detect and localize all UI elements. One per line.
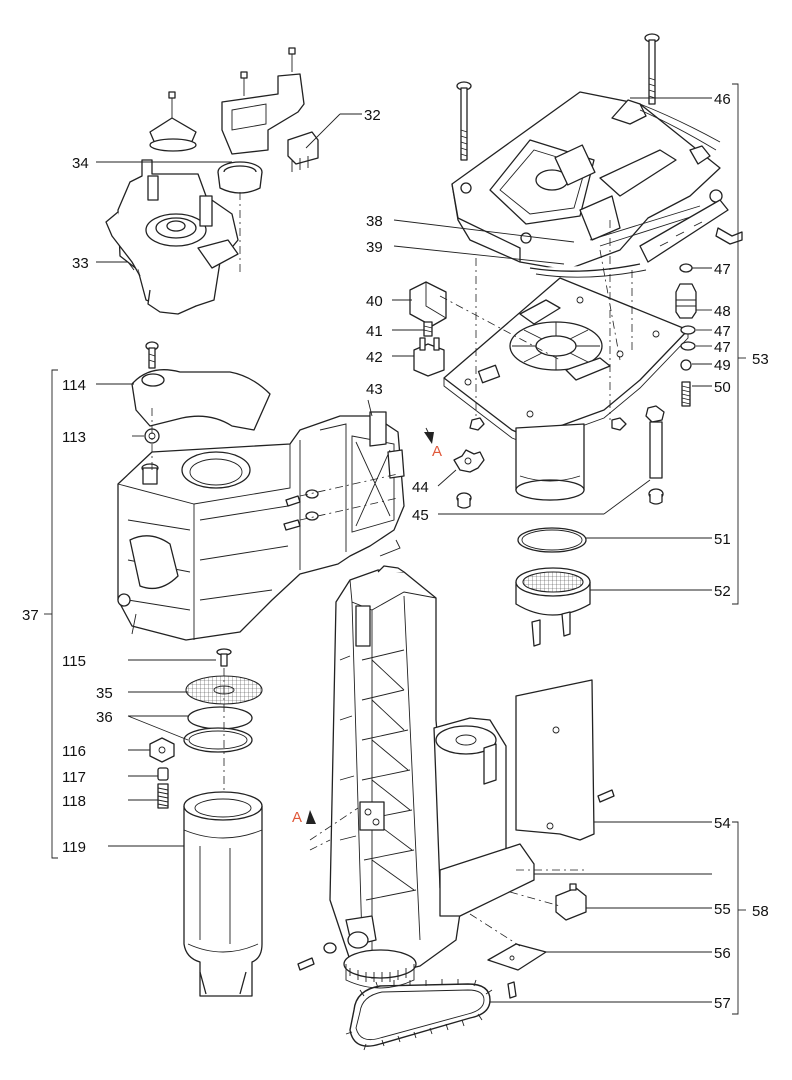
label-58: 58 <box>752 903 769 920</box>
label-54: 54 <box>714 815 731 832</box>
clip-42 <box>413 337 445 377</box>
section-marker-a-top: A <box>432 443 442 460</box>
label-33: 33 <box>72 255 89 272</box>
section-arrow-bottom <box>306 810 316 824</box>
seal-34 <box>217 161 263 194</box>
label-47a: 47 <box>714 261 731 278</box>
leader-lines <box>96 97 712 1003</box>
label-40: 40 <box>366 293 383 310</box>
label-43: 43 <box>366 381 383 398</box>
belt-57 <box>345 979 493 1051</box>
label-41: 41 <box>366 323 383 340</box>
label-55: 55 <box>714 901 731 918</box>
plate-assembly <box>443 277 689 501</box>
label-42: 42 <box>366 349 383 366</box>
label-48: 48 <box>714 303 731 320</box>
screw-115 <box>216 648 232 667</box>
screws-middle <box>283 489 319 531</box>
gear-pulley <box>343 931 417 989</box>
label-45: 45 <box>412 507 429 524</box>
cylinder-119 <box>183 791 263 997</box>
motor <box>433 717 535 917</box>
label-113: 113 <box>62 429 86 446</box>
switch-55 <box>555 883 587 921</box>
screw-long-right <box>644 33 660 105</box>
screw-long-left <box>456 81 472 161</box>
bracket-40 <box>409 281 447 327</box>
column-housing <box>329 565 463 979</box>
label-46: 46 <box>714 91 731 108</box>
bracket-32 <box>221 47 319 172</box>
part-116 <box>149 737 175 763</box>
screw-washer-left <box>297 942 337 971</box>
label-38: 38 <box>366 213 383 230</box>
spring-118 <box>157 783 169 809</box>
label-37: 37 <box>22 607 39 624</box>
spring-41 <box>423 321 433 337</box>
label-51: 51 <box>714 531 731 548</box>
label-56: 56 <box>714 945 731 962</box>
label-39: 39 <box>366 239 383 256</box>
part-labels: 32 33 34 35 36 37 38 39 40 41 42 43 44 4… <box>22 91 769 1012</box>
label-36: 36 <box>96 709 113 726</box>
shaft-45 <box>611 405 665 505</box>
plate-56 <box>487 943 547 999</box>
screw-114-top <box>145 341 159 369</box>
label-35: 35 <box>96 685 113 702</box>
label-53: 53 <box>752 351 769 368</box>
label-32: 32 <box>364 107 381 124</box>
label-118: 118 <box>62 793 86 810</box>
arm-114 <box>131 369 271 431</box>
ring-51 <box>517 527 587 553</box>
label-114: 114 <box>62 377 86 394</box>
section-marker-a-bottom: A <box>292 809 302 826</box>
label-34: 34 <box>72 155 89 172</box>
label-57: 57 <box>714 995 731 1012</box>
label-47c: 47 <box>714 339 731 356</box>
label-52: 52 <box>714 583 731 600</box>
label-44: 44 <box>412 479 429 496</box>
screw-47-top <box>715 227 743 245</box>
main-housing <box>117 411 405 641</box>
valve-block-38-39 <box>451 91 729 278</box>
label-117: 117 <box>62 769 86 786</box>
label-116: 116 <box>62 743 86 760</box>
ring-36 <box>183 706 253 753</box>
section-arrow-top <box>424 427 434 444</box>
label-50: 50 <box>714 379 731 396</box>
gear-44 <box>453 417 485 509</box>
label-119: 119 <box>62 839 86 856</box>
label-47b: 47 <box>714 323 731 340</box>
label-49: 49 <box>714 357 731 374</box>
board-54 <box>515 679 615 841</box>
filter-52 <box>515 567 591 647</box>
brew-head-assembly <box>105 91 239 315</box>
label-115: 115 <box>62 653 86 670</box>
part-117 <box>157 767 169 781</box>
fitting-46-49 <box>675 263 697 407</box>
